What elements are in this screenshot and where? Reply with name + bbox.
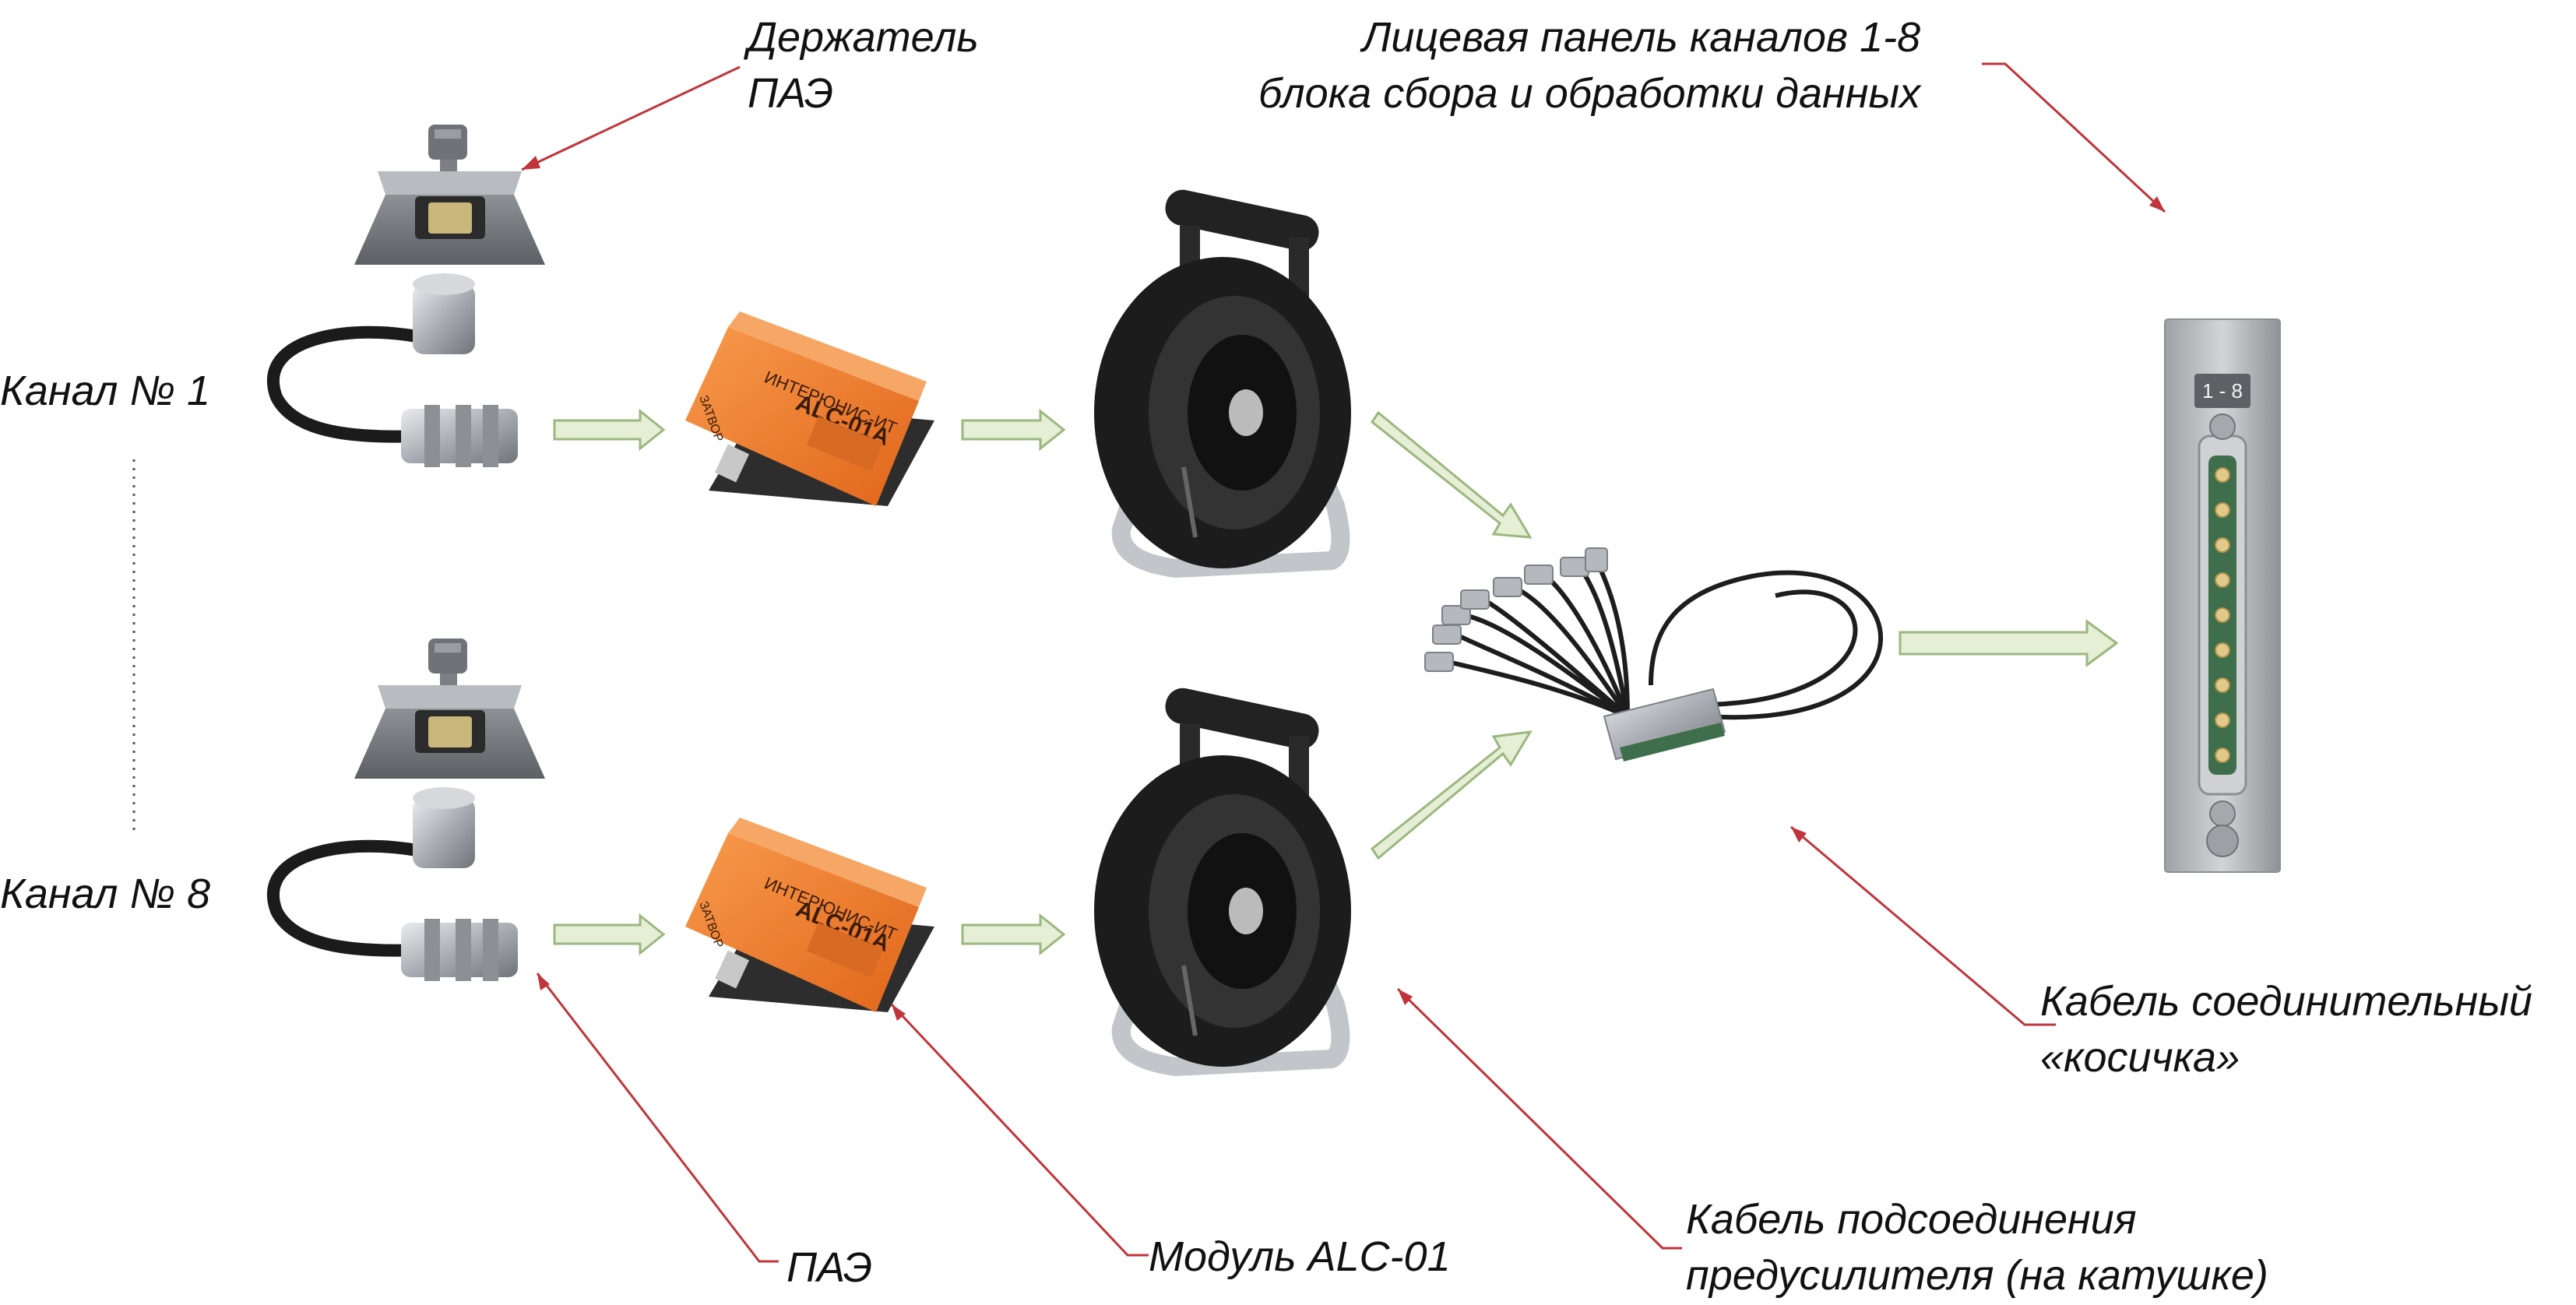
label-holder: Держатель ПАЭ — [748, 14, 979, 117]
pigtail-cable — [1424, 547, 1883, 762]
cable-reel-1 — [1094, 189, 1351, 578]
leader-front-panel — [1982, 62, 2166, 213]
alc-01-module-8: ИНТЕРЮНИС-ИТ ALC-01A ЗАТВОР — [685, 818, 934, 1012]
label-module: Модуль ALC-01 — [1149, 1233, 1451, 1280]
leader-preamp-cable — [1396, 987, 1682, 1250]
arrow-module-to-reel-8 — [961, 913, 1066, 956]
arrow-sensor-to-module-8 — [553, 913, 666, 956]
ae-sensor-8 — [266, 787, 518, 981]
leader-pigtail — [1790, 825, 2056, 1026]
label-channel-1: Канал № 1 — [0, 368, 210, 414]
sensor-holder-1 — [354, 125, 545, 265]
arrow-pigtail-to-panel — [1899, 619, 2119, 667]
label-channel-8: Канал № 8 — [0, 871, 210, 917]
ae-sensor-1 — [266, 273, 518, 467]
label-pae: ПАЭ — [787, 1244, 873, 1291]
arrow-reel1-to-pigtail — [1370, 410, 1533, 539]
arrow-module-to-reel-1 — [961, 408, 1066, 452]
leader-holder — [521, 65, 741, 171]
label-preamp-cable: Кабель подсоединения предусилителя (на к… — [1686, 1196, 2268, 1299]
svg-text:1 - 8: 1 - 8 — [2202, 379, 2243, 403]
leader-pae — [536, 973, 779, 1263]
leader-module — [890, 1003, 1149, 1257]
arrow-reel8-to-pigtail — [1370, 730, 1533, 860]
alc-01-module-1: ИНТЕРЮНИС-ИТ ALC-01A ЗАТВОР — [685, 311, 934, 506]
arrow-sensor-to-module-1 — [553, 408, 666, 452]
front-panel-ch1-8: 1 - 8 — [2164, 318, 2281, 873]
sensor-holder-8 — [354, 638, 545, 779]
label-front-panel: Лицевая панель каналов 1-8 блока сбора и… — [1258, 14, 1921, 117]
cable-reel-8 — [1094, 688, 1351, 1076]
label-pigtail-cable: Кабель соединительный «косичка» — [2040, 978, 2532, 1081]
